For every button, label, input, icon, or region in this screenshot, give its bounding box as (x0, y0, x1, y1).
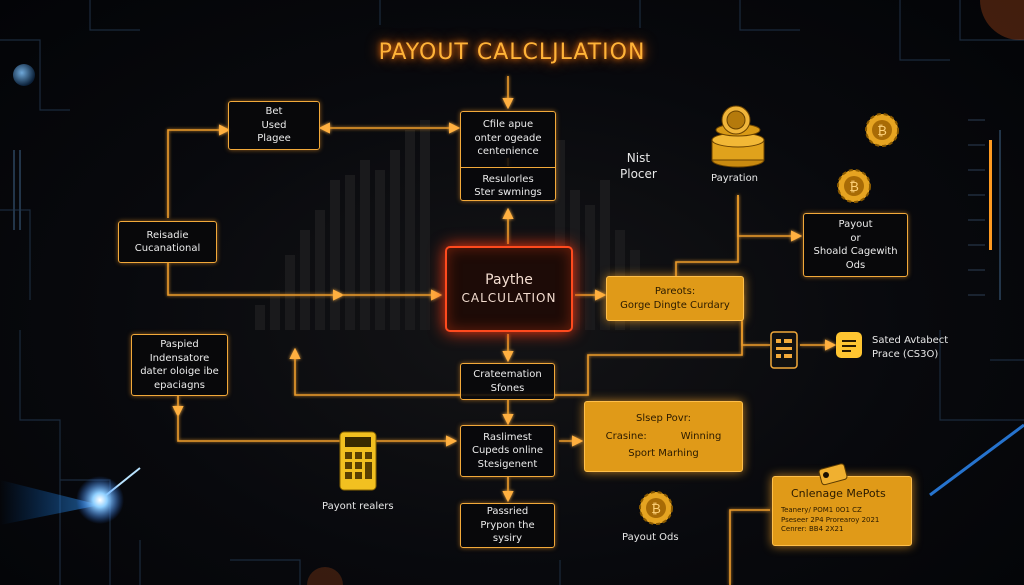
node-line: Ods (845, 259, 866, 271)
node-passried[interactable]: Passried Prypon the sysiry (460, 503, 555, 548)
node-payout-ods[interactable]: Payout or Shoald Cagewith Ods (803, 213, 908, 277)
node-divider (461, 166, 555, 168)
node-line: Ster swmings (474, 187, 542, 198)
node-line: Reisadie (146, 229, 189, 241)
wire-pareots-to-payration (675, 195, 739, 276)
wire-reisadie-to-right (167, 263, 345, 301)
wire-bet-left-loop (167, 124, 231, 218)
node-cfile-apue[interactable]: Cfile apue onter ogeade centenience Resu… (460, 111, 556, 201)
planet-icon (13, 64, 35, 86)
label-line: Prace (CS3O) (872, 348, 939, 360)
bitcoin-coin-icon: ₿ (639, 491, 673, 525)
node-line: Pseseer 2P4 Prorearoy 2021 (781, 515, 880, 524)
wire-right-loop (289, 322, 743, 396)
bitcoin-coin-icon: ₿ (865, 113, 899, 147)
label-line: Payont realers (322, 501, 394, 512)
node-line: Resulorles (482, 173, 534, 185)
node-line: Slsep Povr: (635, 413, 692, 425)
node-bet-used-plage[interactable]: Bet Used Plagee (228, 101, 320, 150)
svg-text:₿: ₿ (651, 502, 661, 517)
node-line: Prypon the (480, 519, 535, 531)
node-line: Crasine: (605, 430, 647, 442)
node-line: or (850, 232, 861, 244)
lightning-icon (76, 476, 124, 524)
node-line: Bet (265, 106, 283, 118)
page-title: PAYOUT CALCLJLATION (378, 40, 646, 65)
label-nist-plocer: Nist Plocer (620, 150, 657, 182)
chip-stack-icon (711, 105, 765, 168)
node-line: sysiry (492, 533, 523, 545)
node-reisadie[interactable]: Reisadie Cucanational (118, 221, 217, 263)
label-payout-ods-bottom: Payout Ods (622, 531, 679, 545)
label-line: Sated Avtabect (872, 335, 949, 346)
node-line: Cfile apue (482, 119, 534, 130)
node-line: Stesigenent (477, 458, 538, 470)
label-payont-realers: Payont realers (322, 500, 394, 514)
node-line: Winning (680, 430, 722, 442)
node-line: Sport Marhing (628, 448, 699, 460)
node-line: Payout (838, 219, 873, 230)
node-line: epaciagns (154, 379, 205, 391)
svg-text:₿: ₿ (849, 180, 859, 195)
node-row: Crasine: Winning (606, 430, 722, 444)
node-line: dater oloige ibe (140, 366, 219, 377)
node-line: centenience (477, 146, 539, 157)
node-crateemation[interactable]: Crateemation Sfones (460, 363, 555, 400)
label-line: Plocer (620, 167, 657, 182)
node-line: Pareots: (654, 286, 696, 297)
node-line: Paythe (485, 272, 533, 289)
node-title: Cnlenage MePots (791, 487, 886, 501)
node-line: Sfones (490, 382, 525, 394)
label-line: Payration (711, 173, 759, 184)
node-line: CALCULATION (461, 291, 557, 306)
node-slsep-povr[interactable]: Slsep Povr: Crasine: Winning Sport Marhi… (584, 401, 743, 472)
wire-payration-to-payout (737, 195, 803, 242)
node-line: Plagee (257, 133, 291, 145)
node-line: Paspied (160, 339, 199, 350)
label-line: Nist (626, 151, 651, 165)
node-line: Used (261, 119, 287, 131)
label-line: Payout Ods (622, 532, 679, 543)
node-line: Indensatore (149, 352, 210, 364)
node-line: Raslimest (483, 431, 532, 443)
message-icon (836, 332, 862, 358)
label-sated-avtabect: Sated Avtabect Prace (CS3O) (872, 334, 948, 361)
wire-pareots-down (741, 295, 770, 346)
node-line: Cucanational (134, 243, 201, 254)
node-line: Cenrer: BB4 2X21 (781, 525, 844, 534)
node-line: onter ogeade (474, 132, 542, 144)
node-line: Crateemation (473, 369, 542, 380)
wire-paspied-to-rasl (177, 415, 458, 447)
node-line: Shoald Cagewith (813, 246, 898, 257)
node-paspied[interactable]: Paspied Indensatore dater oloige ibe epa… (131, 334, 228, 396)
bitcoin-coin-icon: ₿ (837, 169, 871, 203)
svg-text:₿: ₿ (877, 124, 887, 139)
node-line: Teanery/ POM1 0O1 CZ (781, 506, 862, 515)
calculator-icon (339, 431, 377, 491)
node-line: Gorge Dingte Curdary (620, 299, 730, 311)
node-pareots[interactable]: Pareots: Gorge Dingte Curdary (606, 276, 744, 321)
phone-icon (770, 331, 798, 369)
node-raslimest[interactable]: Raslimest Cupeds online Stesigenent (460, 425, 555, 477)
node-line: Passried (486, 506, 529, 518)
node-line: Cupeds online (471, 445, 544, 457)
wire-cnlenage (729, 509, 770, 585)
label-payration: Payration (711, 172, 758, 186)
node-paythe-calculation[interactable]: Paythe CALCULATION (445, 246, 573, 332)
key-tag-icon (818, 463, 848, 486)
